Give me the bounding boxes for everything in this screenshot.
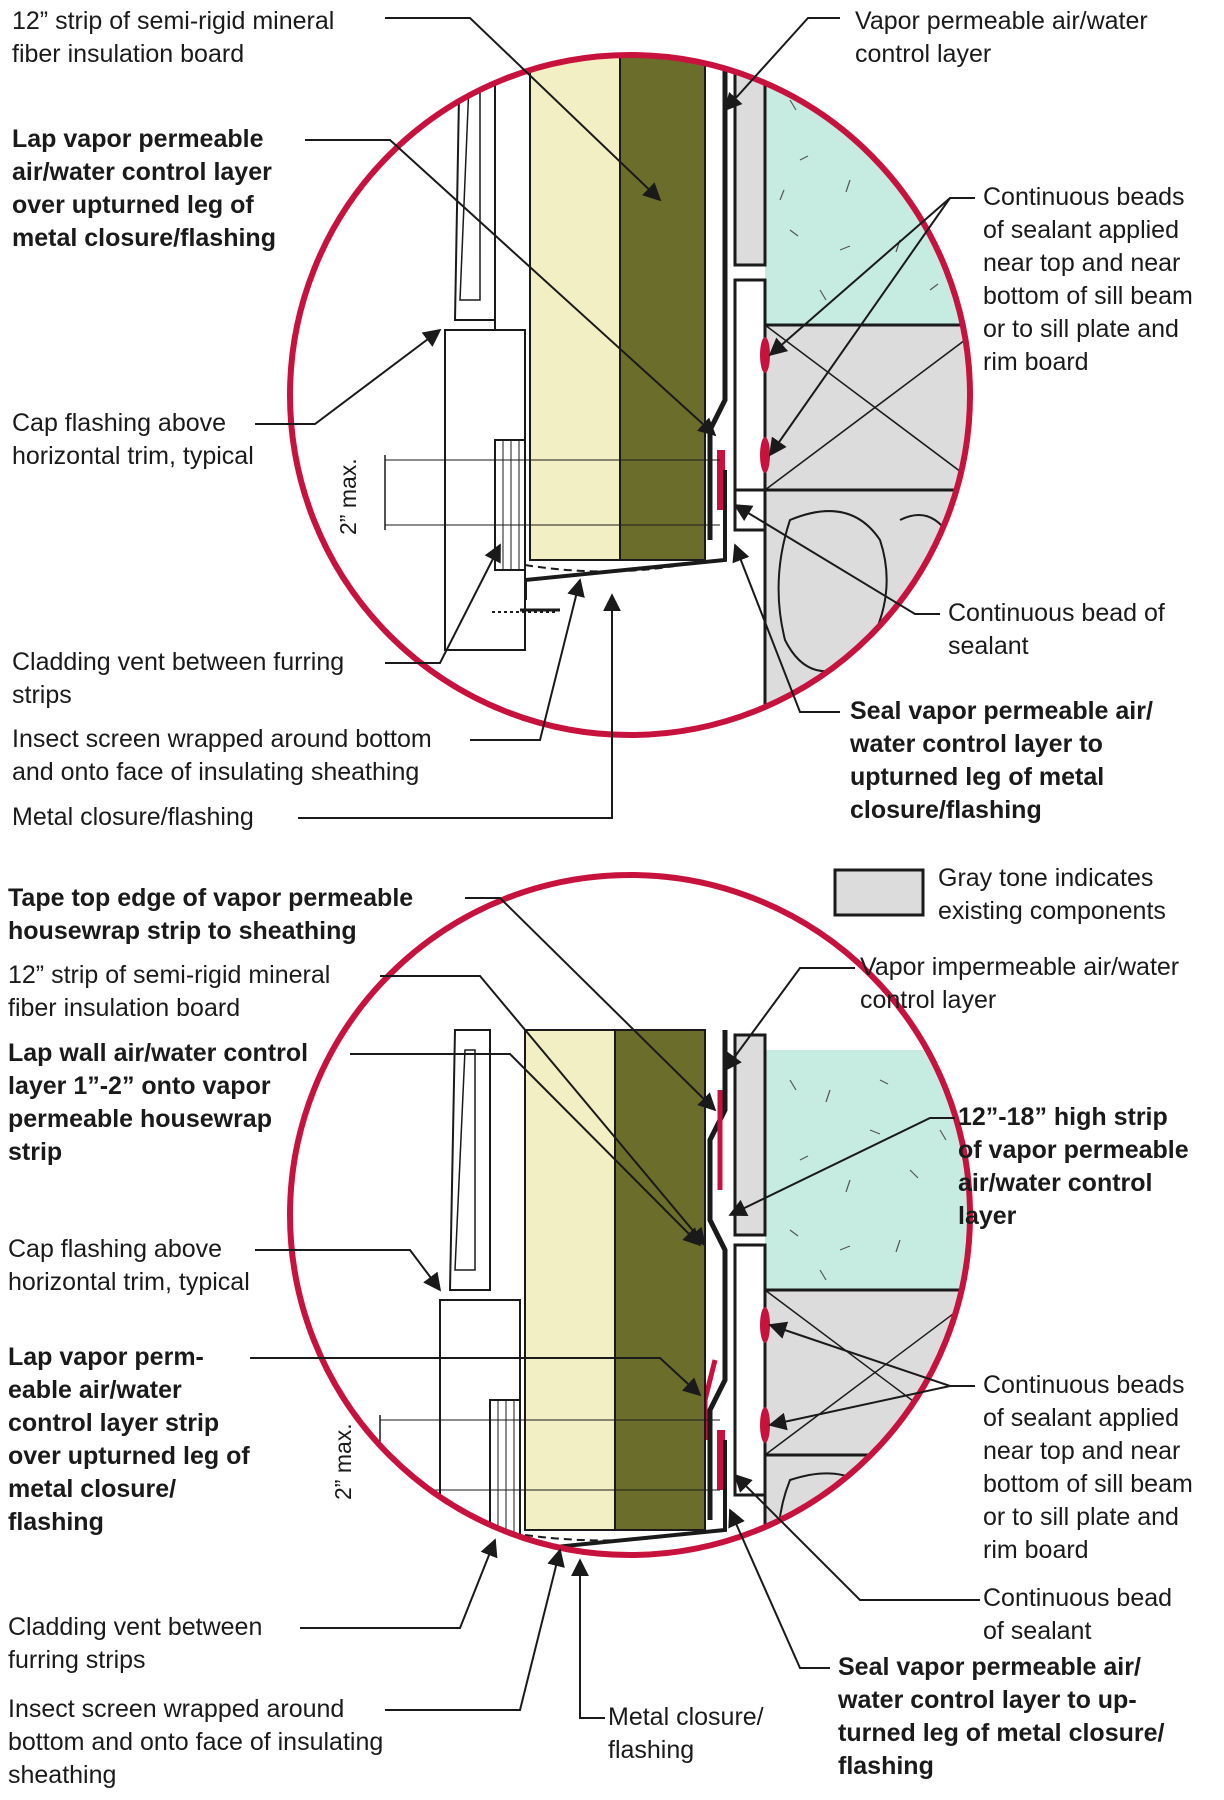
top-existing-sheathing bbox=[733, 55, 767, 267]
legend-swatch bbox=[833, 868, 925, 917]
bottom-sealant-bead-lower bbox=[760, 1407, 770, 1443]
bottom-label-tape-top-edge: Tape top edge of vapor permeable housewr… bbox=[8, 884, 414, 945]
top-insect-screen bbox=[524, 559, 706, 573]
bottom-label-vapor-impermeable-layer: Vapor impermeable air/water control laye… bbox=[860, 953, 1180, 1014]
bottom-label-metal-closure: Metal closure/ flashing bbox=[608, 1703, 764, 1764]
bottom-detail-circle bbox=[287, 872, 973, 1558]
bottom-label-lap-wall-layer: Lap wall air/water control layer 1”-2” o… bbox=[8, 1039, 309, 1166]
top-insulating-sheathing bbox=[619, 55, 706, 561]
legend-text: Gray tone indicates existing components bbox=[938, 864, 1166, 925]
bottom-detail bbox=[250, 872, 980, 1719]
top-sealant-bead-lower bbox=[760, 437, 770, 473]
bottom-label-cap-flashing: Cap flashing above horizontal trim, typi… bbox=[8, 1235, 250, 1296]
bottom-label-insect-screen: Insect screen wrapped around bottom and … bbox=[8, 1695, 384, 1789]
top-label-insect-screen: Insect screen wrapped around bottom and … bbox=[12, 725, 432, 786]
top-label-sealant-bead: Continuous bead of sealant bbox=[948, 599, 1165, 660]
bottom-label-high-strip: 12”-18” high strip of vapor permeable ai… bbox=[958, 1103, 1189, 1230]
top-label-cap-flashing: Cap flashing above horizontal trim, typi… bbox=[12, 409, 254, 470]
bottom-metal-closure bbox=[523, 1440, 727, 1555]
top-detail bbox=[255, 17, 975, 819]
bottom-label-mineral-fiber: 12” strip of semi-rigid mineral fiber in… bbox=[8, 961, 331, 1022]
bottom-label-seal-layer: Seal vapor permeable air/ water control … bbox=[838, 1653, 1165, 1780]
top-dimension-label: 2” max. bbox=[335, 458, 361, 535]
top-label-vapor-permeable-layer: Vapor permeable air/water control layer bbox=[855, 7, 1148, 68]
bottom-label-lap-strip: Lap vapor perm- eable air/water control … bbox=[8, 1343, 250, 1536]
bottom-sealant-bead-flashing bbox=[717, 1430, 725, 1490]
bottom-concrete-speckles bbox=[789, 1079, 947, 1281]
top-detail-circle bbox=[287, 52, 973, 738]
bottom-insect-screen bbox=[524, 1529, 706, 1542]
bottom-mineral-fiber-board bbox=[524, 1029, 616, 1531]
top-sealant-bead-flashing bbox=[717, 450, 725, 510]
top-label-cladding-vent: Cladding vent between furring strips bbox=[12, 648, 345, 709]
bottom-label-cladding-vent: Cladding vent between furring strips bbox=[8, 1613, 263, 1674]
bottom-insulating-sheathing bbox=[614, 1029, 706, 1531]
bottom-furring-strip bbox=[489, 1399, 521, 1541]
bottom-leaders bbox=[250, 897, 980, 1719]
top-sealant-bead-upper bbox=[760, 337, 770, 373]
bottom-foundation-wall bbox=[763, 1453, 970, 1555]
bottom-dimension-label: 2” max. bbox=[330, 1423, 356, 1500]
top-label-lap-over-leg: Lap vapor permeable air/water control la… bbox=[12, 125, 276, 252]
top-label-seal-layer: Seal vapor permeable air/ water control … bbox=[850, 697, 1153, 824]
bottom-concrete-foundation bbox=[765, 1050, 970, 1290]
top-label-mineral-fiber: 12” strip of semi-rigid mineral fiber in… bbox=[12, 7, 335, 68]
top-leaders bbox=[255, 17, 975, 819]
top-air-water-layer bbox=[707, 55, 728, 540]
top-label-sealant-beads: Continuous beads of sealant applied near… bbox=[983, 183, 1193, 376]
bottom-lap-siding bbox=[448, 1029, 491, 1291]
bottom-label-sealant-beads: Continuous beads of sealant applied near… bbox=[983, 1371, 1193, 1564]
top-label-metal-closure: Metal closure/flashing bbox=[12, 803, 254, 831]
bottom-label-sealant-bead: Continuous bead of sealant bbox=[983, 1584, 1173, 1645]
bottom-sealant-bead-upper bbox=[760, 1307, 770, 1343]
